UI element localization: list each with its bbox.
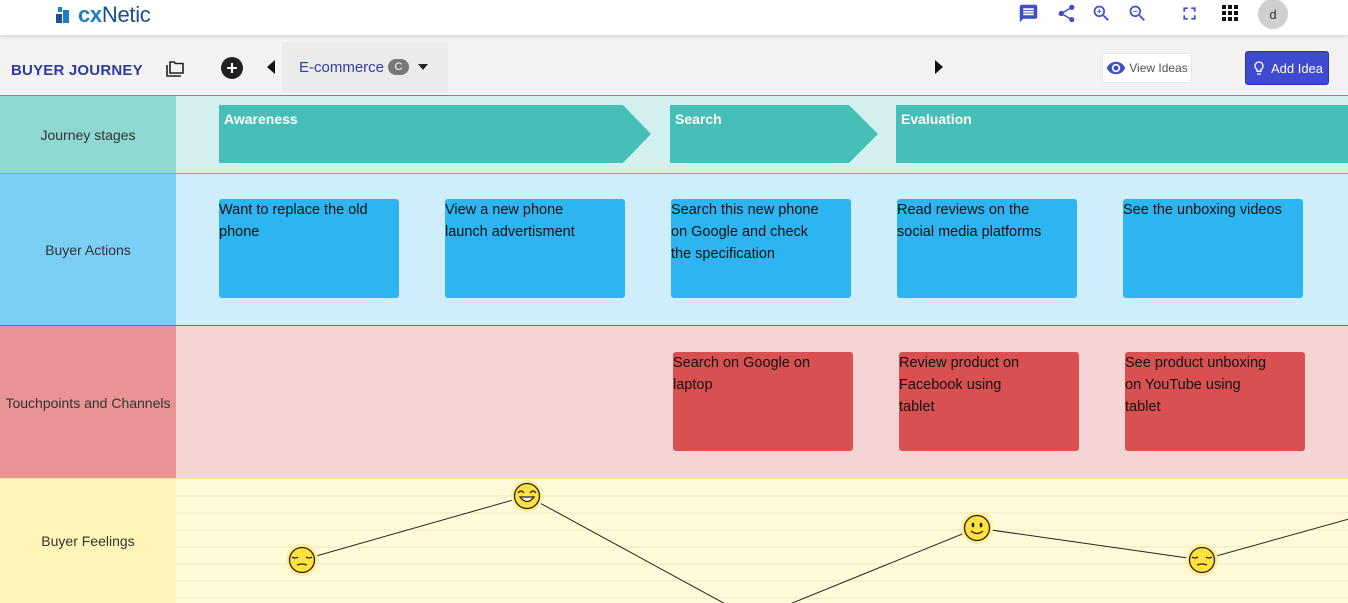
tab-label: E-commerce bbox=[299, 59, 385, 76]
stage-awareness[interactable]: Awareness bbox=[219, 105, 651, 163]
tab-badge: C bbox=[388, 59, 410, 75]
tab-e-commerce[interactable]: E-commerce C bbox=[282, 42, 448, 93]
lightbulb-icon bbox=[1254, 61, 1264, 75]
journey-toolbar: BUYER JOURNEY E-commerce C View Ideas Ad… bbox=[0, 36, 1348, 95]
touchpoint-card[interactable]: Review product on Facebook using tablet bbox=[899, 352, 1079, 451]
action-card[interactable]: See the unboxing videos bbox=[1123, 199, 1303, 298]
comment-icon[interactable] bbox=[1017, 2, 1039, 24]
eye-icon bbox=[1107, 61, 1126, 75]
stage-search[interactable]: Search bbox=[670, 105, 878, 163]
lane-label-buyer-feelings: Buyer Feelings bbox=[0, 479, 176, 603]
add-idea-button[interactable]: Add Idea bbox=[1245, 51, 1329, 85]
add-idea-label: Add Idea bbox=[1270, 60, 1324, 76]
apps-grid-icon[interactable] bbox=[1217, 0, 1243, 26]
touchpoint-card[interactable]: Search on Google on laptop bbox=[673, 352, 853, 451]
add-circle-icon[interactable] bbox=[219, 55, 244, 80]
lane-buyer-actions: Buyer Actions Want to replace the old ph… bbox=[0, 173, 1348, 326]
feelings-line bbox=[301, 495, 1348, 603]
feeling-emoji-neutral-icon[interactable] bbox=[286, 544, 318, 576]
logo-text: cxNetic bbox=[78, 2, 151, 27]
lane-label-touchpoints: Touchpoints and Channels bbox=[0, 326, 176, 479]
user-avatar[interactable]: d bbox=[1258, 0, 1288, 29]
chevron-down-icon[interactable] bbox=[418, 64, 429, 70]
page-title: BUYER JOURNEY bbox=[11, 62, 143, 79]
feelings-row bbox=[176, 479, 1348, 603]
feeling-emoji-neutral-icon[interactable] bbox=[1186, 544, 1218, 576]
lane-buyer-feelings: Buyer Feelings bbox=[0, 478, 1348, 603]
fullscreen-icon[interactable] bbox=[1178, 2, 1200, 24]
lane-touchpoints: Touchpoints and Channels Search on Googl… bbox=[0, 325, 1348, 479]
view-ideas-button[interactable]: View Ideas bbox=[1102, 53, 1192, 83]
logo-mark-icon bbox=[56, 7, 72, 23]
action-card[interactable]: View a new phone launch advertisment bbox=[445, 199, 625, 298]
feeling-emoji-very-happy-icon[interactable] bbox=[511, 480, 543, 512]
scroll-right-icon[interactable] bbox=[932, 59, 946, 75]
feelings-graph bbox=[176, 480, 1348, 603]
scroll-left-icon[interactable] bbox=[264, 59, 278, 75]
folders-icon[interactable] bbox=[162, 55, 188, 81]
zoom-in-icon[interactable] bbox=[1090, 2, 1112, 24]
top-bar: cxNetic d bbox=[0, 0, 1348, 36]
action-card[interactable]: Want to replace the old phone bbox=[219, 199, 399, 298]
touchpoint-card[interactable]: See product unboxing on YouTube using ta… bbox=[1125, 352, 1305, 451]
lane-journey-stages: Journey stages Awareness Search Evaluati… bbox=[0, 95, 1348, 174]
feeling-emoji-happy-icon[interactable] bbox=[961, 512, 993, 544]
view-ideas-label: View Ideas bbox=[1129, 61, 1188, 75]
stages-row: Awareness Search Evaluation bbox=[176, 96, 1348, 174]
share-icon[interactable] bbox=[1055, 2, 1077, 24]
touchpoints-row: Search on Google on laptop Review produc… bbox=[176, 326, 1348, 479]
action-card[interactable]: Search this new phone on Google and chec… bbox=[671, 199, 851, 298]
app-logo[interactable]: cxNetic bbox=[56, 2, 151, 28]
stage-evaluation[interactable]: Evaluation bbox=[896, 105, 1348, 163]
action-card[interactable]: Read reviews on the social media platfor… bbox=[897, 199, 1077, 298]
zoom-out-icon[interactable] bbox=[1126, 2, 1148, 24]
lane-label-journey-stages: Journey stages bbox=[0, 96, 176, 174]
actions-row: Want to replace the old phone View a new… bbox=[176, 174, 1348, 326]
lane-label-buyer-actions: Buyer Actions bbox=[0, 174, 176, 326]
